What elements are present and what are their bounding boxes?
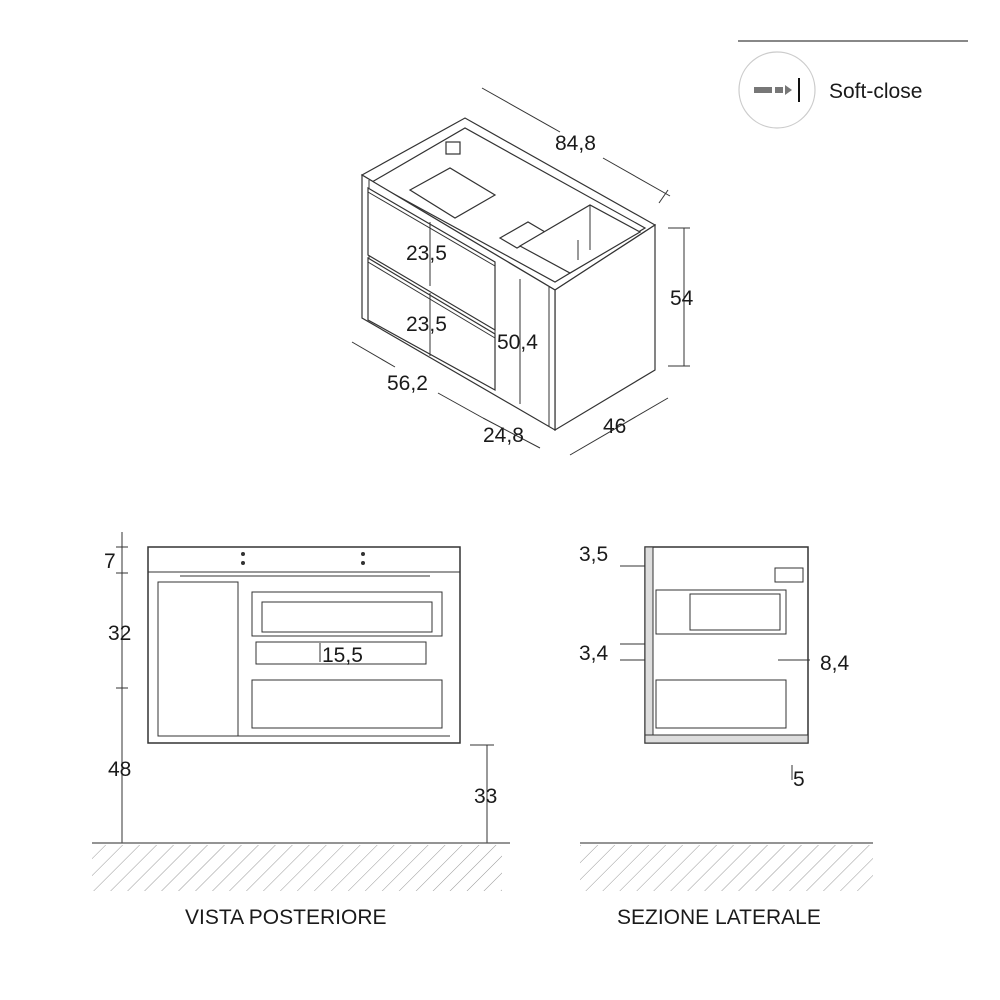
dim-drawer-bottom-height: 23,5: [406, 313, 447, 336]
dim-bottom-offset: 5: [793, 768, 805, 791]
soft-close-label: Soft-close: [829, 80, 922, 103]
rear-view-title: VISTA POSTERIORE: [185, 906, 387, 929]
dim-drawer-gap: 15,5: [322, 644, 363, 667]
dim-floor-to-bottom: 33: [474, 785, 497, 808]
iso-cabinet: [360, 117, 657, 432]
dim-drawer-width: 56,2: [387, 372, 428, 395]
dim-height: 54: [670, 287, 694, 310]
dim-top-band: 7: [104, 550, 116, 573]
dim-door-height: 50,4: [497, 331, 538, 354]
dim-depth: 46: [603, 415, 626, 438]
dim-width: 84,8: [555, 132, 596, 155]
side-section-cabinet: [580, 546, 873, 891]
rear-view-dimensions: [92, 532, 510, 891]
iso-dimensions: [351, 87, 690, 456]
dim-depth-offset: 8,4: [820, 652, 850, 675]
dim-door-width: 24,8: [483, 424, 524, 447]
soft-close-icon: [738, 51, 816, 129]
rear-view-cabinet: [147, 546, 461, 744]
dim-mid-gap: 3,4: [579, 642, 609, 665]
dim-floor-to-mid: 48: [108, 758, 131, 781]
side-section-title: SEZIONE LATERALE: [617, 906, 821, 929]
dim-top-gap: 3,5: [579, 543, 608, 566]
dim-upper-height: 32: [108, 622, 131, 645]
dim-drawer-top-height: 23,5: [406, 242, 447, 265]
